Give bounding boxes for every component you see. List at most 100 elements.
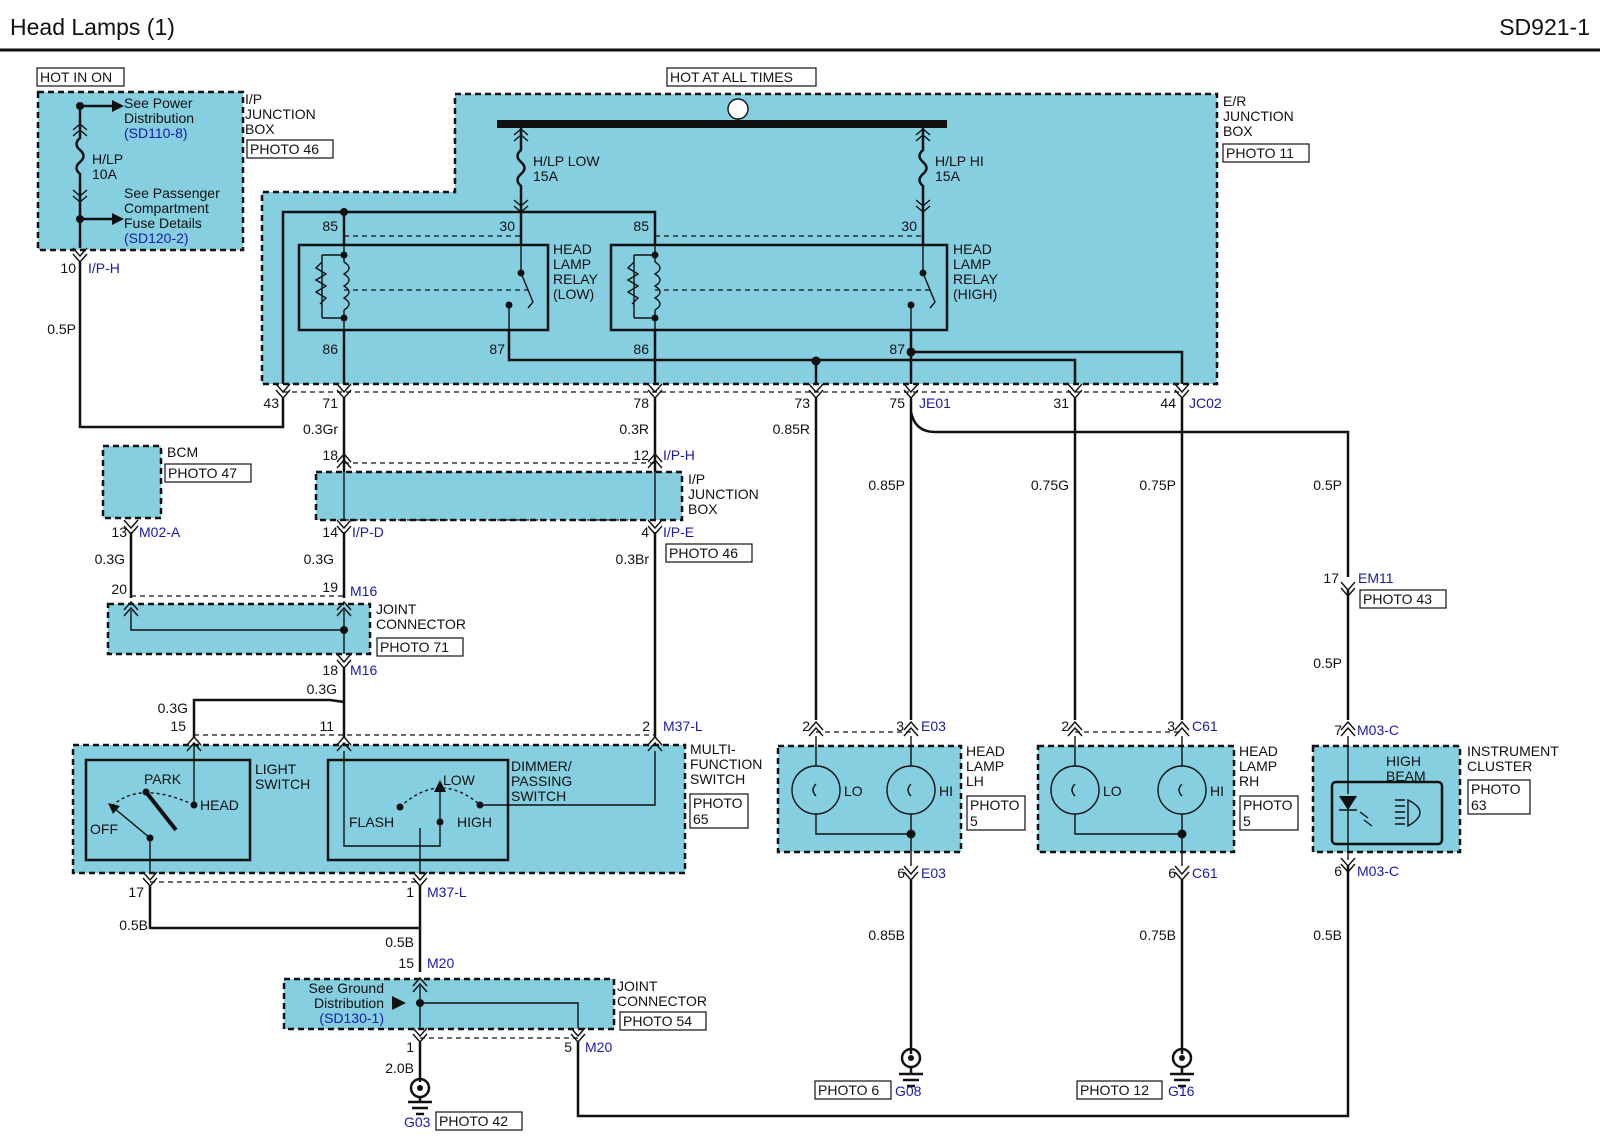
bcm-photo: PHOTO 47	[168, 465, 237, 481]
conn-m20b: M20	[585, 1039, 612, 1055]
conn-je01: JE01	[919, 395, 951, 411]
conn-e03a: E03	[921, 718, 946, 734]
er-jb-1: E/R	[1223, 93, 1246, 109]
wire-03g3: 0.3G	[158, 700, 188, 716]
wire-0.5P-cluster	[909, 411, 1350, 577]
pin-17b: 17	[128, 884, 144, 900]
ip-jb2-3: BOX	[688, 501, 718, 517]
mfs-3: SWITCH	[690, 771, 745, 787]
sw-flash: FLASH	[349, 814, 394, 830]
see-power-2: Distribution	[124, 110, 194, 126]
relay-resistor-low-icon	[314, 255, 328, 318]
ground-g03-symbol	[408, 1097, 432, 1116]
g03-photo: PHOTO 42	[439, 1113, 508, 1129]
conn-c61b: C61	[1192, 865, 1218, 881]
wire-05p3: 0.5P	[1313, 655, 1342, 671]
node	[340, 314, 348, 322]
pin-2a: 2	[642, 718, 650, 734]
wire-075p: 0.75P	[1139, 477, 1176, 493]
hot-in-on-label: HOT IN ON	[40, 69, 112, 85]
power-bus-bar	[497, 120, 947, 128]
relay-high-frame	[609, 243, 949, 332]
wire-03br: 0.3Br	[616, 551, 650, 567]
hl-rh-pins	[1067, 720, 1190, 737]
pin-20: 20	[111, 581, 127, 597]
hl-rh-photo-1: PHOTO	[1243, 797, 1293, 813]
conn-m16a: M16	[350, 583, 377, 599]
relay-low-2: LAMP	[553, 256, 591, 272]
node	[651, 314, 659, 322]
pin-15b: 15	[398, 955, 414, 971]
relay-high-1: HEAD	[953, 241, 992, 257]
conn-iph: I/P-H	[88, 260, 120, 276]
relay-coil-low-icon	[342, 261, 350, 311]
page-title: Head Lamps (1)	[10, 14, 175, 40]
pin-43: 43	[263, 395, 279, 411]
hl-rh-1: HEAD	[1239, 743, 1278, 759]
dimmer-2: PASSING	[511, 773, 572, 789]
joint1-node	[340, 626, 348, 634]
filament-icons	[1071, 783, 1183, 797]
tag-hot-in-on	[36, 67, 125, 87]
sw-head: HEAD	[200, 797, 239, 813]
hot-at-all-times-label: HOT AT ALL TIMES	[670, 69, 793, 85]
wire-87a-31	[816, 358, 1077, 384]
pin-5: 5	[564, 1039, 572, 1055]
relay-low-4: (LOW)	[553, 286, 594, 302]
relay-low-1: HEAD	[553, 241, 592, 257]
joint2-node	[416, 999, 424, 1007]
fuse-hlp-low-icon	[516, 128, 526, 212]
wire-03g2: 0.3G	[304, 551, 334, 567]
dimmer-switch-frame	[326, 758, 510, 862]
rh-lo: LO	[1103, 783, 1122, 799]
wire-85-bridge	[344, 210, 657, 245]
see-ground-2: Distribution	[314, 995, 384, 1011]
arrow-right-icon	[112, 100, 124, 112]
wire-20b: 2.0B	[385, 1060, 414, 1076]
conn-m16b: M16	[350, 662, 377, 678]
relay-low-30: 30	[499, 218, 515, 234]
wire-0.3G-15	[192, 698, 345, 738]
er-junction-box	[260, 92, 1219, 386]
joint1-bottom-pin	[336, 653, 352, 670]
pin-6c: 6	[1334, 863, 1342, 879]
dim-to-2	[480, 751, 656, 806]
joint-connector-m20	[282, 977, 616, 1031]
ip-jb-3: BOX	[245, 121, 275, 137]
g16-photo: PHOTO 12	[1080, 1082, 1149, 1098]
fuse-hlp-hi-icon	[918, 128, 928, 212]
pin-12: 12	[633, 447, 649, 463]
hl-lh-photo-1: PHOTO	[970, 797, 1020, 813]
er-jb-3: BOX	[1223, 123, 1253, 139]
resistor-low-leads	[322, 254, 344, 319]
wire-085b: 0.85B	[868, 927, 905, 943]
see-ground-1: See Ground	[309, 980, 385, 996]
wire-05p-label: 0.5P	[47, 321, 76, 337]
pin-13: 13	[111, 524, 127, 540]
node	[651, 251, 659, 259]
pin-14: 14	[322, 524, 338, 540]
ls-lever-icon	[144, 790, 178, 832]
rh-hi: HI	[1210, 783, 1224, 799]
ic-photo-2: 63	[1471, 797, 1487, 813]
wire-05b1: 0.5B	[119, 917, 148, 933]
ls-off-arm	[113, 807, 151, 839]
fuse-hi-name: H/LP HI	[935, 153, 984, 169]
conn-iph2: I/P-H	[663, 447, 695, 463]
pin-6b: 6	[1168, 865, 1176, 881]
relay-contact-high-icon	[922, 272, 936, 309]
joint2-1: JOINT	[617, 978, 658, 994]
ip-mid-pass	[343, 472, 656, 520]
er-jb-photo: PHOTO 11	[1226, 145, 1294, 161]
bcm-box	[101, 444, 163, 520]
relay-high-30: 30	[901, 218, 917, 234]
dimmer-3: SWITCH	[511, 788, 566, 804]
hl-rh-photo-2: 5	[1243, 813, 1251, 829]
hl-lh-pins	[808, 720, 919, 737]
conn-e03b: E03	[921, 865, 946, 881]
bcm-label: BCM	[167, 444, 198, 460]
hl-lh-2: LAMP	[966, 758, 1004, 774]
pin-44: 44	[1160, 395, 1176, 411]
relay-coil-high-icon	[653, 261, 661, 311]
